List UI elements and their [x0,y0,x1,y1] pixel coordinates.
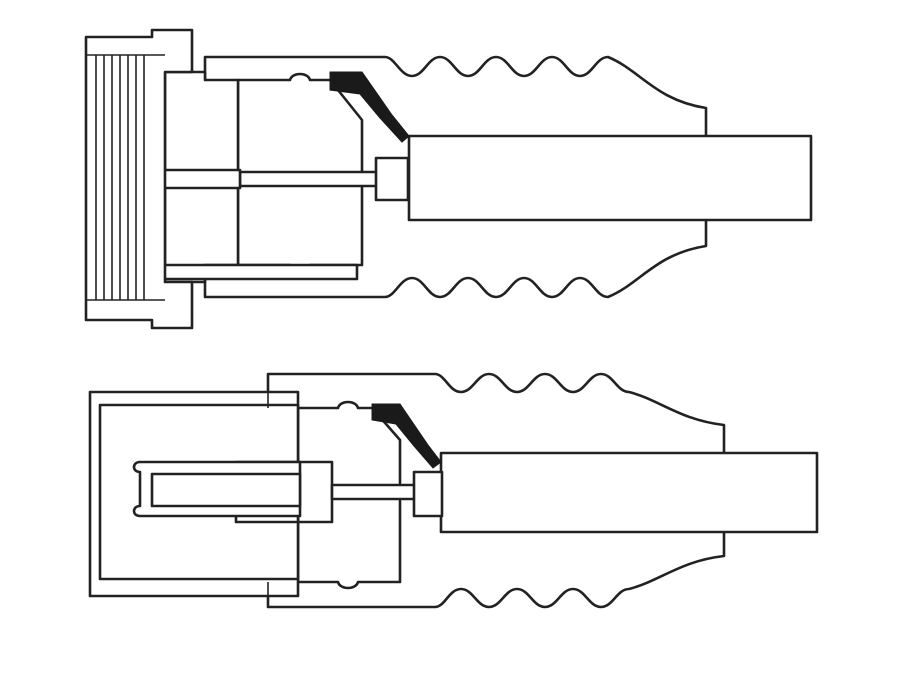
bottom-cable [439,451,819,534]
bottom-seal-gasket [371,403,442,469]
bottom-insulator-body [296,400,402,590]
top-pin-crimp [374,156,410,202]
top-seal-gasket [329,71,410,143]
top-knurl-grooves [86,54,165,301]
bottom-pin-core [150,472,302,508]
top-conductor-pin [238,170,380,188]
top-cable [407,134,813,222]
top-inner-sleeve [155,263,359,281]
bottom-strain-relief-boot [266,372,726,609]
bottom-conductor-wire [330,483,418,501]
top-strain-relief-boot [203,55,708,299]
top-connector [84,28,813,330]
bottom-connector [88,372,819,609]
bottom-wire-crimp [412,470,444,518]
